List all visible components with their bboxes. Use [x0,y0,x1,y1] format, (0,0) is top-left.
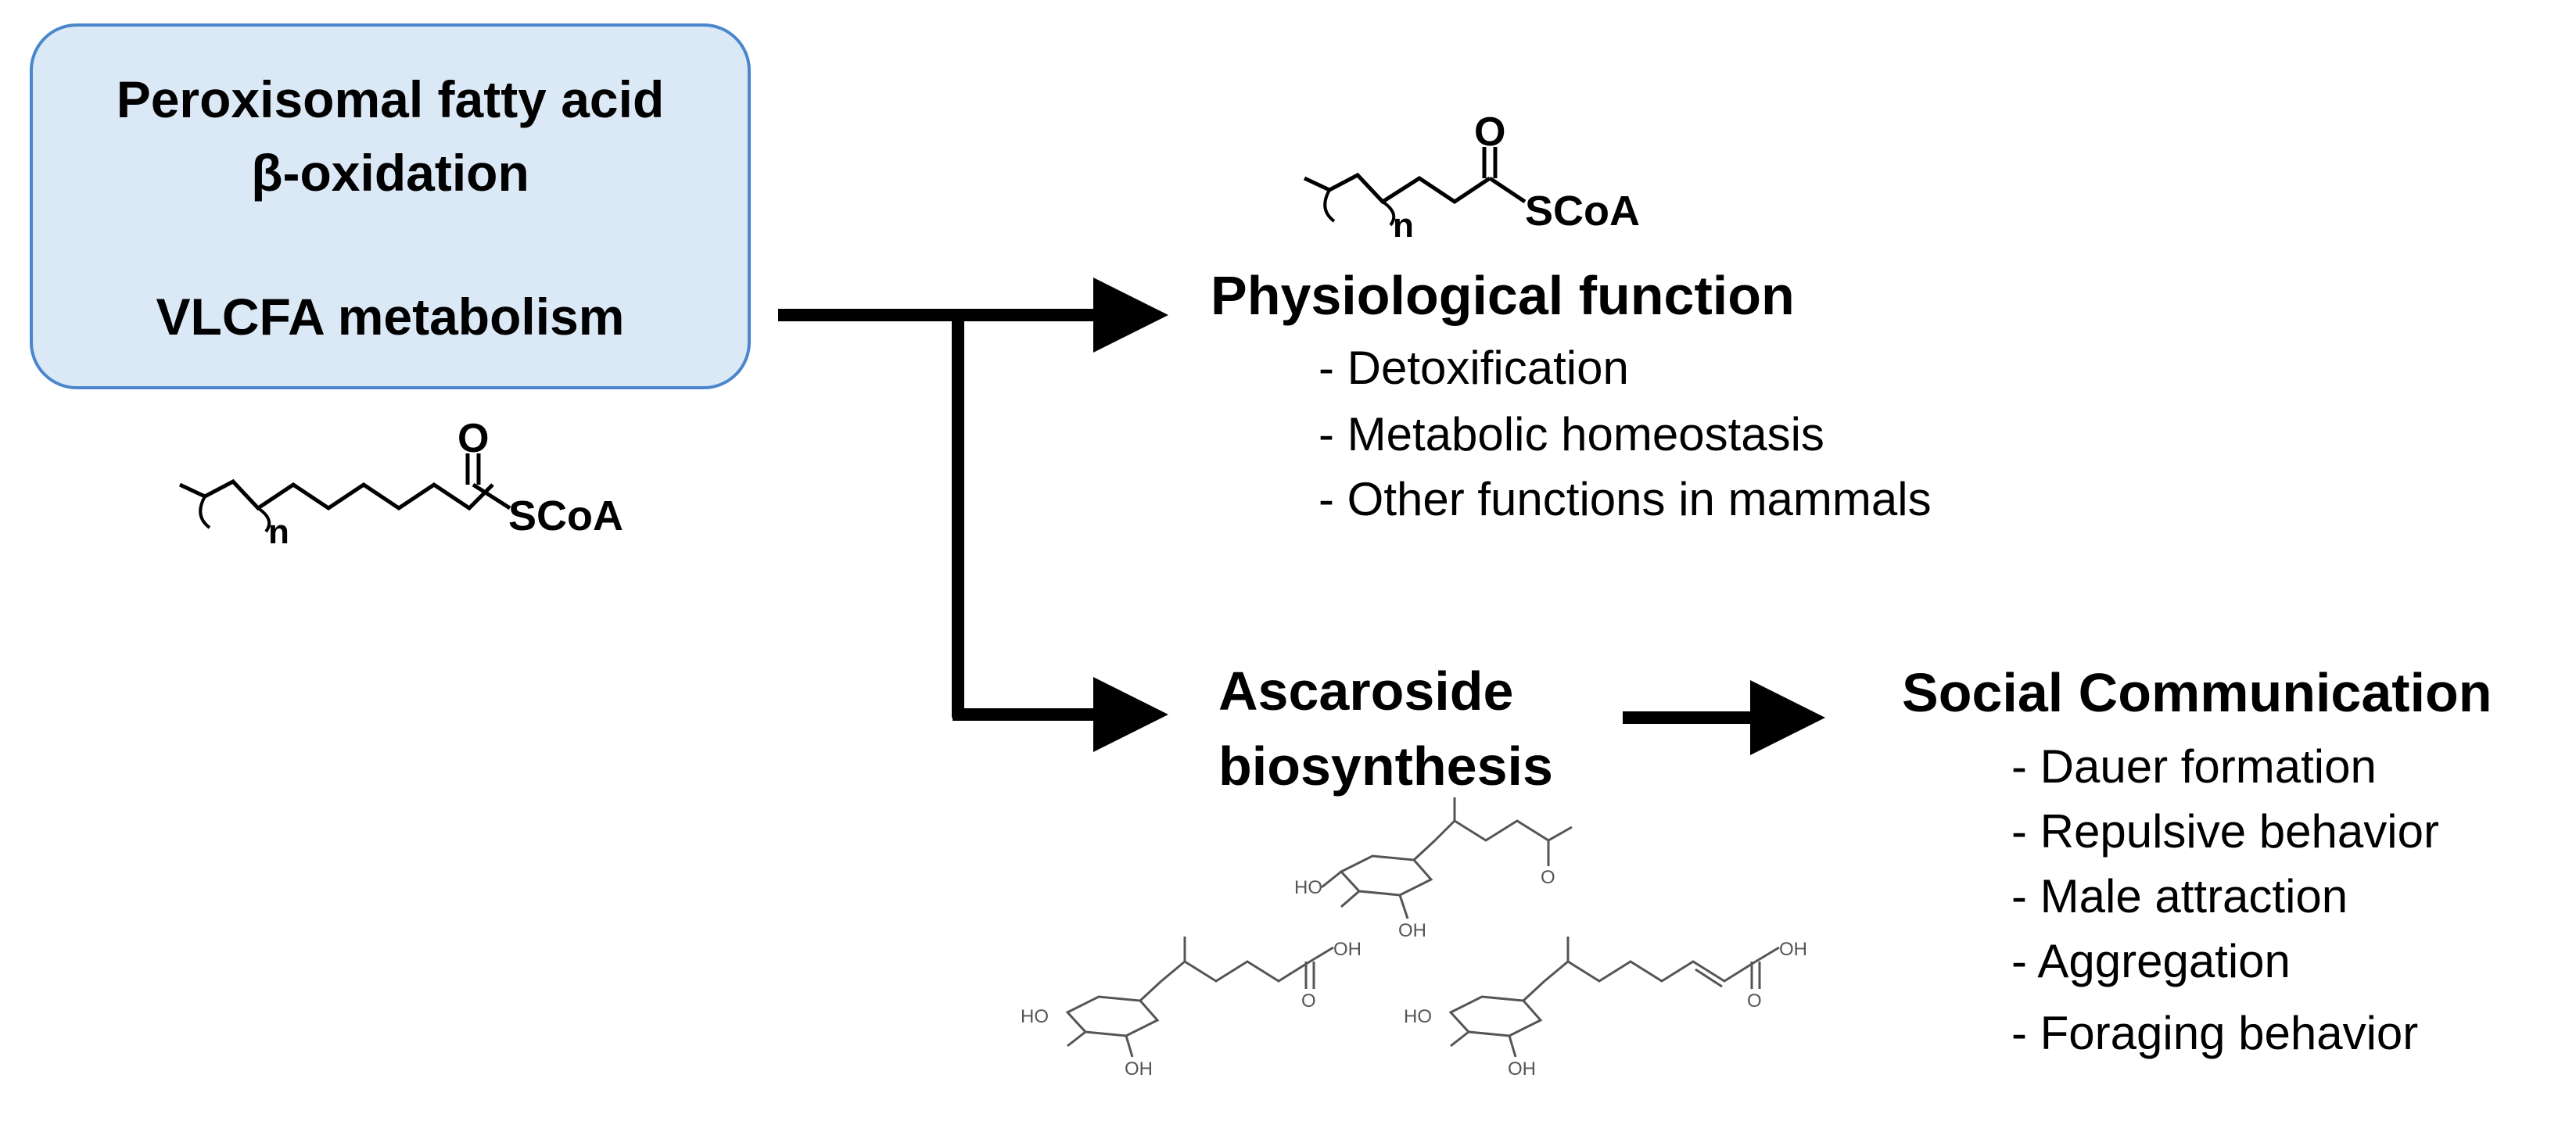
physiological-title: Physiological function [1211,265,1795,326]
social-item: - Dauer formation [2011,740,2377,793]
hydroxyl-label: OH [1779,939,1807,960]
ascaroside-structure-1 [1321,797,1573,919]
hydroxyl-label: OH [1125,1058,1153,1080]
hydroxyl-label: HO [1404,1006,1432,1027]
hydroxyl-label: OH [1508,1058,1536,1080]
physiological-item: - Metabolic homeostasis [1318,408,1824,460]
oxygen-label: O [1301,990,1316,1012]
social-item: - Repulsive behavior [2011,805,2439,858]
oxygen-label: O [457,416,489,461]
hydroxyl-label: OH [1333,939,1362,960]
box-title-line2: β-oxidation [251,144,529,202]
acyl-coa-structure-top: O SCoA n [1303,109,1640,245]
pathway-box [30,23,751,389]
social-item: - Male attraction [2011,870,2348,922]
physiological-item: - Other functions in mammals [1318,473,1932,525]
ascaroside-structure-3 [1448,937,1780,1058]
oxygen-label: O [1474,109,1505,155]
repeat-n-label: n [1393,206,1414,245]
social-item: - Foraging behavior [2011,1007,2419,1059]
social-item: - Aggregation [2011,935,2291,987]
oxygen-label: O [1541,867,1555,888]
box-title-line1: Peroxisomal fatty acid [116,70,665,128]
ascaroside-structure-2 [1065,937,1334,1058]
hydroxyl-label: HO [1294,877,1322,898]
coa-label: SCoA [508,492,623,539]
physiological-item: - Detoxification [1318,342,1629,394]
hydroxyl-label: HO [1021,1006,1049,1027]
ascaroside-title-line1: Ascaroside [1218,661,1514,722]
repeat-n-label: n [268,513,289,551]
oxygen-label: O [1747,990,1762,1012]
branch-connector [778,309,964,718]
coa-label: SCoA [1525,188,1640,235]
hydroxyl-label: OH [1398,920,1426,941]
social-title: Social Communication [1902,662,2492,723]
ascaroside-title-line2: biosynthesis [1218,736,1553,797]
acyl-coa-structure-left: O SCoA n [178,416,623,551]
box-title-line3: VLCFA metabolism [156,288,625,346]
